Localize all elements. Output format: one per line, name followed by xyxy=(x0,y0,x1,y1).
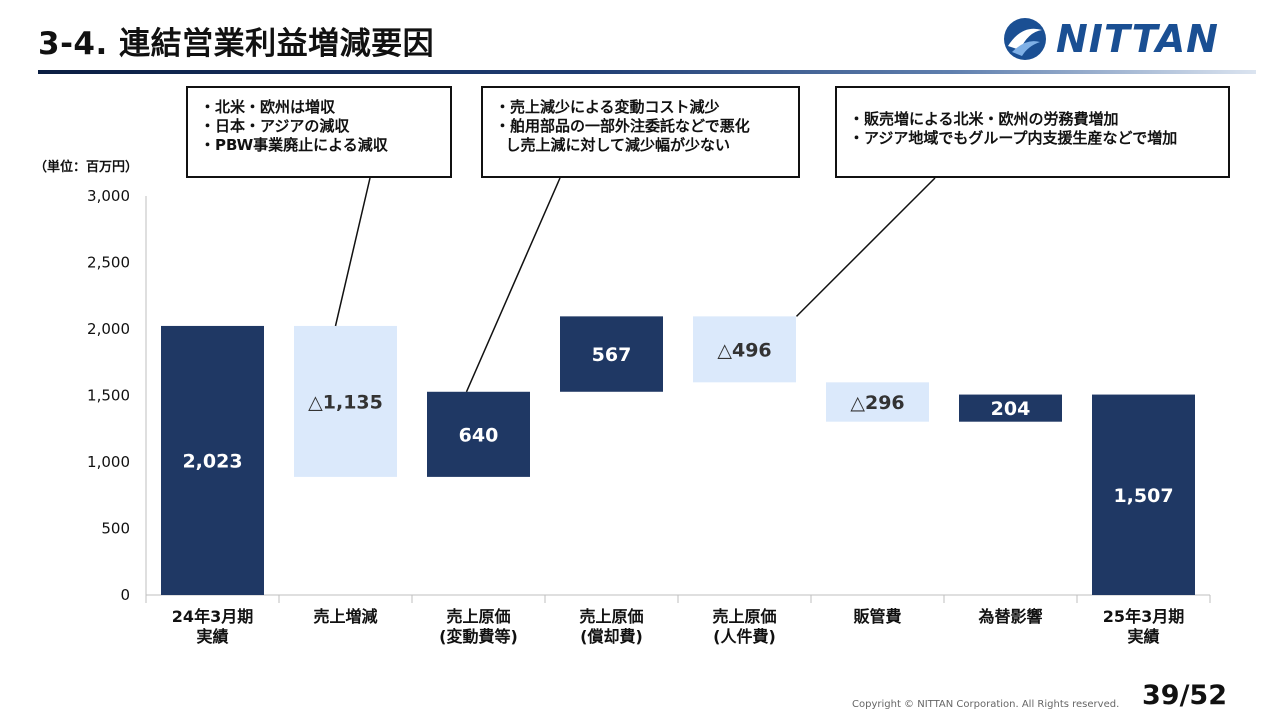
callout-line: し売上減に対して減少幅が少ない xyxy=(495,136,730,154)
copyright-text: Copyright © NITTAN Corporation. All Righ… xyxy=(852,699,1120,710)
y-tick-label: 0 xyxy=(120,586,130,604)
company-logo: NITTAN xyxy=(1002,12,1258,66)
waterfall-bar xyxy=(161,325,264,595)
data-label: △496 xyxy=(717,339,771,361)
callout-line: ・舶用部品の一部外注委託などで悪化 xyxy=(495,117,750,135)
waterfall-bar xyxy=(427,391,530,477)
page-number: 39/52 xyxy=(1142,680,1228,711)
waterfall-bar xyxy=(693,316,796,383)
callout-line: ・販売増による北米・欧州の労務費増加 xyxy=(849,110,1119,128)
y-tick-label: 1,000 xyxy=(87,453,130,471)
x-category-label: 売上原価 xyxy=(579,607,643,626)
y-tick-label: 3,000 xyxy=(87,187,130,205)
y-tick-label: 1,500 xyxy=(87,387,130,405)
callout-leader-line xyxy=(334,177,371,327)
x-category-label: 24年3月期 xyxy=(172,607,253,626)
x-category-label: 実績 xyxy=(196,627,228,646)
callout-variable-cost: ・売上減少による変動コスト減少 ・舶用部品の一部外注委託などで悪化 し売上減に対… xyxy=(481,86,800,178)
logo-text: NITTAN xyxy=(1056,17,1219,61)
x-category-label: 売上増減 xyxy=(313,607,377,626)
callout-sales-change: ・北米・欧州は増収 ・日本・アジアの減収 ・PBW事業廃止による減収 xyxy=(186,86,452,178)
x-category-label: (人件費) xyxy=(713,627,776,646)
x-category-label: 実績 xyxy=(1127,627,1159,646)
callout-leader-line xyxy=(465,177,561,393)
nittan-swirl-logo-icon xyxy=(1004,18,1046,60)
callout-line: ・日本・アジアの減収 xyxy=(200,117,350,135)
title-underline xyxy=(38,70,1256,74)
x-category-label: 25年3月期 xyxy=(1103,607,1184,626)
y-tick-label: 2,500 xyxy=(87,254,130,272)
callout-leader-line xyxy=(795,177,936,317)
page-title: 3-4. 連結営業利益増減要因 xyxy=(38,26,435,62)
callout-labor-cost: ・販売増による北米・欧州の労務費増加 ・アジア地域でもグループ内支援生産などで増… xyxy=(835,86,1230,178)
y-tick-label: 500 xyxy=(101,520,130,538)
y-tick-label: 2,000 xyxy=(87,320,130,338)
callout-line: ・アジア地域でもグループ内支援生産などで増加 xyxy=(849,129,1178,147)
x-category-label: (変動費等) xyxy=(439,627,518,646)
waterfall-bar xyxy=(560,316,663,392)
data-label: △296 xyxy=(850,392,904,414)
waterfall-bar xyxy=(1092,394,1195,595)
data-label: △1,135 xyxy=(308,391,383,413)
x-category-label: 売上原価 xyxy=(446,607,510,626)
data-label: 1,507 xyxy=(1113,485,1173,507)
x-category-label: (償却費) xyxy=(580,627,643,646)
waterfall-bar xyxy=(826,382,929,422)
x-category-label: 売上原価 xyxy=(712,607,776,626)
callout-line: ・北米・欧州は増収 xyxy=(200,98,336,116)
unit-label: （単位：百万円） xyxy=(34,160,139,175)
data-label: 567 xyxy=(592,344,632,366)
waterfall-bar xyxy=(294,325,397,477)
waterfall-bar xyxy=(959,394,1062,422)
data-label: 204 xyxy=(991,398,1031,420)
callout-line: ・売上減少による変動コスト減少 xyxy=(495,98,720,116)
x-category-label: 為替影響 xyxy=(978,607,1042,626)
x-category-label: 販管費 xyxy=(853,607,901,626)
data-label: 2,023 xyxy=(182,450,242,472)
callout-line: ・PBW事業廃止による減収 xyxy=(200,136,388,154)
data-label: 640 xyxy=(459,424,499,446)
